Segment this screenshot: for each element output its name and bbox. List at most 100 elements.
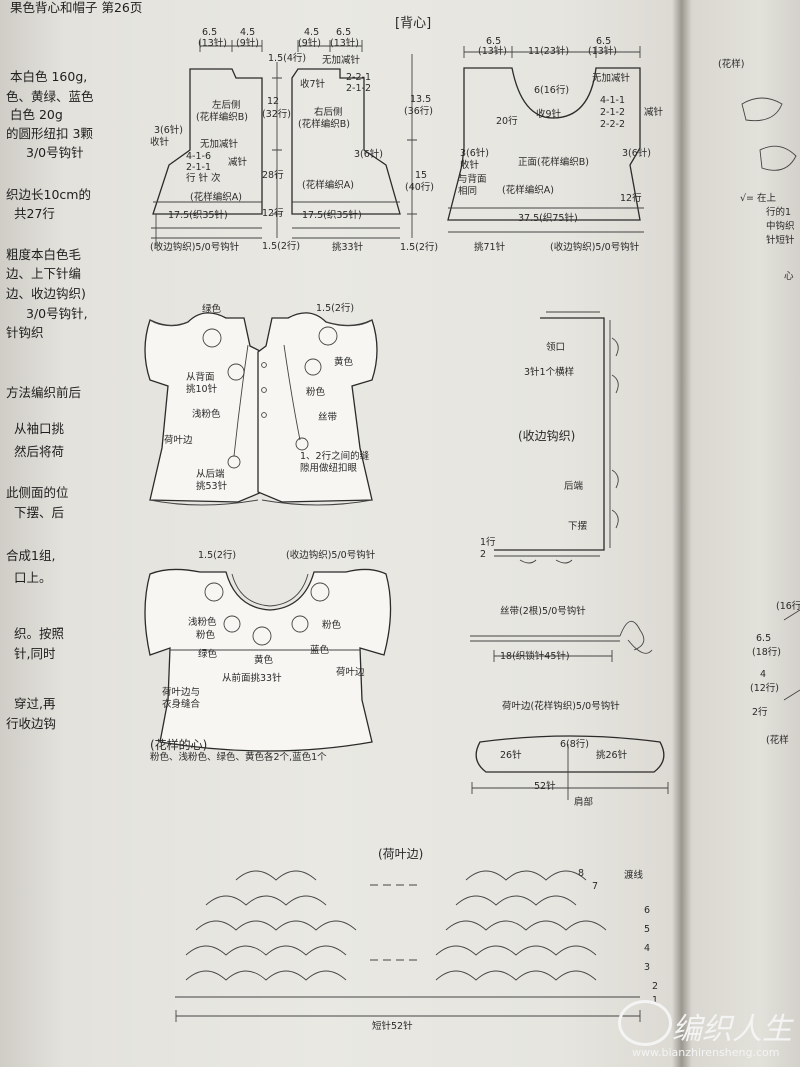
dim: (13针): [330, 38, 360, 49]
width-label: 37.5(织75针): [518, 213, 578, 224]
note: 肩部: [574, 797, 594, 808]
note: 挑26针: [596, 750, 628, 761]
width-label: 17.5(织35针): [302, 210, 362, 221]
dim: (13针): [478, 46, 508, 57]
color-label: 粉色: [322, 620, 342, 631]
note: 收9针: [536, 109, 562, 120]
flowers-title: (花样的心): [150, 738, 208, 752]
left-line: 方法编织前后: [6, 385, 82, 400]
left-line: 边、收边钩织): [6, 286, 86, 301]
row-number: 4: [644, 943, 651, 954]
note: 从前面挑33针: [222, 673, 282, 684]
ribbon-title: 丝带(2根)5/0号钩针: [500, 606, 586, 617]
dim: 6.5: [336, 27, 352, 38]
note: 1.5(2行): [198, 550, 237, 561]
row-number: 7: [592, 881, 599, 892]
left-line: 本白色 160g,: [10, 69, 88, 84]
left-line: 此侧面的位: [6, 485, 69, 500]
dim: 11(23针): [528, 46, 570, 57]
color-label: 浅粉色: [192, 409, 221, 420]
left-line: 边、上下针编: [6, 266, 82, 281]
row-count: 1.5(2行): [262, 241, 301, 252]
edge-chart: [494, 311, 619, 564]
note: 20行: [496, 116, 518, 127]
note: 18(织锁针45针): [500, 651, 570, 662]
right-line: (16行: [776, 601, 800, 612]
note: 挑53针: [196, 481, 228, 492]
chart-title: (荷叶边): [378, 847, 424, 861]
left-line: 下摆、后: [14, 505, 65, 520]
note: 相同: [458, 186, 478, 197]
right-line: 2行: [752, 707, 768, 718]
hem-label: (收边钩织)5/0号钩针: [550, 242, 640, 253]
note: 4-1-6: [186, 151, 211, 162]
left-line: 针,同时: [14, 646, 56, 661]
note: 2-1-2: [600, 107, 625, 118]
note: 无加减针: [200, 139, 239, 150]
note: (花样编织A): [302, 180, 354, 191]
flowers-note: 粉色、浅粉色、绿色、黄色各2个,蓝色1个: [150, 752, 327, 763]
right-line: (18行): [752, 647, 782, 658]
note: 荷叶边: [336, 667, 365, 678]
color-label: 黄色: [334, 357, 354, 368]
pick-label: 挑33针: [332, 242, 364, 253]
dim: (9针): [298, 38, 321, 49]
note: 3(6针): [154, 125, 184, 136]
note: 3(6针): [354, 149, 384, 160]
right-back-label: 右后侧: [314, 107, 343, 118]
pick-label: 挑71针: [474, 242, 506, 253]
ruffle-chart: [175, 870, 641, 1022]
note: (收边钩织)5/0号钩针: [286, 550, 376, 561]
left-line: 然后将荷: [14, 444, 65, 459]
left-line: 白色 20g: [10, 107, 63, 122]
note: 从后端: [196, 469, 225, 480]
right-line: 心: [784, 271, 794, 282]
left-line: 织边长10cm的: [6, 187, 91, 202]
row-number: 1: [652, 995, 659, 1006]
note: 无加减针: [592, 73, 631, 84]
note: 3(6针): [622, 148, 652, 159]
watermark-brand: 编织人生: [672, 1012, 792, 1047]
right-line: √= 在上: [740, 193, 777, 204]
color-label: 绿色: [198, 649, 218, 660]
note: 26针: [500, 750, 522, 761]
note: (花样编织A): [502, 185, 554, 196]
note: 领口: [546, 342, 566, 353]
note: 6(16行): [534, 85, 570, 96]
row-number: 6: [644, 905, 651, 916]
left-line: 3/0号钩针,: [26, 306, 88, 321]
note: 短针52针: [372, 1021, 413, 1032]
note: 渡线: [624, 870, 644, 881]
row-count: 28行: [262, 170, 284, 181]
right-line: 针短针: [766, 235, 795, 246]
front-vest-illustration: [144, 568, 392, 752]
note: 12行: [620, 193, 642, 204]
note: 隙用做纽扣眼: [300, 463, 358, 474]
row-number: 5: [644, 924, 651, 935]
back-vest-illustration: [144, 312, 378, 506]
note: 6(8行): [560, 739, 590, 750]
dim: 4.5: [240, 27, 256, 38]
back-section-title: [背心]: [395, 16, 432, 31]
left-back-schematic: [151, 40, 282, 246]
width-label: 17.5(织35针): [168, 210, 228, 221]
left-line: 穿过,再: [14, 696, 56, 711]
note: 1、2行之间的缝: [300, 451, 370, 462]
note: 无加减针: [322, 55, 361, 66]
right-line: (12行): [750, 683, 780, 694]
ruffle-diagram: [471, 735, 669, 800]
left-line: 针钩织: [6, 325, 44, 340]
note: 荷叶边与: [162, 687, 201, 698]
row-count: 1.5(4行): [268, 53, 307, 64]
dim: (13针): [588, 46, 618, 57]
note: 丝带: [318, 412, 338, 423]
note: 2-1-2: [346, 83, 371, 94]
color-label: 黄色: [254, 655, 274, 666]
right-back-schematic: [291, 40, 417, 239]
color-label: 浅粉色: [188, 617, 217, 628]
color-label: 粉色: [306, 387, 326, 398]
row-count: 12: [267, 96, 280, 107]
color-label: 蓝色: [310, 645, 330, 656]
row-count: (36行): [404, 106, 434, 117]
left-back-label: 左后侧: [212, 100, 241, 111]
